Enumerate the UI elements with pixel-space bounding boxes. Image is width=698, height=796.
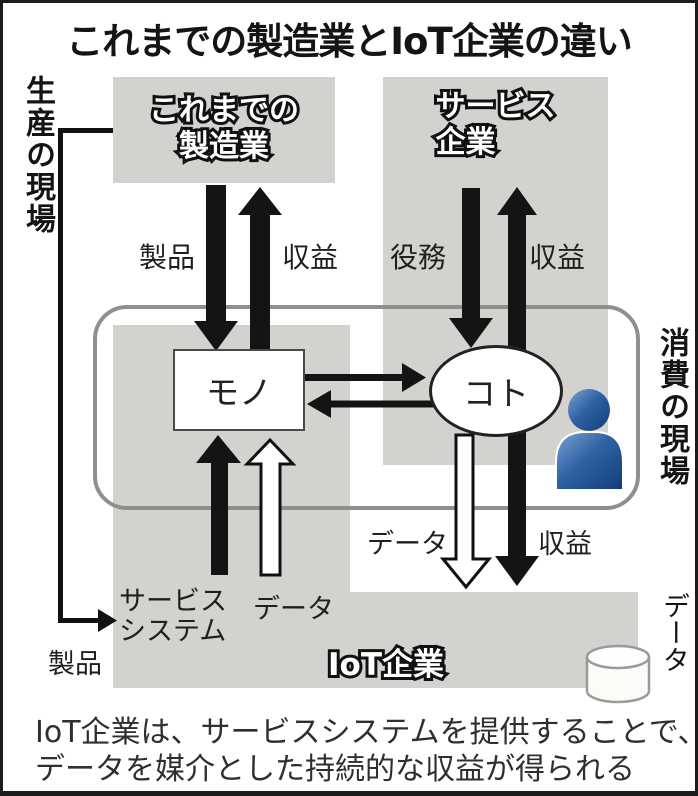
iot-company-title: IoT企業 (325, 644, 447, 686)
koto-node-label: コト (463, 374, 529, 413)
service-system-line1: サービス (119, 586, 227, 617)
service-company-title: サービス 企業 (383, 86, 608, 163)
traditional-title-line1: これまでの (146, 90, 302, 131)
service-system-label: サービス システム (119, 587, 227, 647)
consumption-site-label: 消費の現場 (654, 327, 689, 487)
database-label: データ (658, 592, 689, 673)
traditional-title-line2: 製造業 (176, 126, 272, 167)
service-title-line2: 企業 (433, 122, 499, 163)
product-top-label: 製品 (139, 241, 196, 274)
mono-node: モノ (173, 349, 305, 431)
data-down-label: データ (367, 529, 448, 560)
product-bottom-label: 製品 (48, 649, 102, 680)
caption-line2: データを媒介とした持続的な収益が得られる (35, 752, 635, 787)
iot-company-box (115, 592, 638, 688)
caption: IoT企業は、サービスシステムを提供することで、 データを媒介とした持続的な収益… (35, 714, 698, 788)
caption-line1: IoT企業は、サービスシステムを提供することで、 (35, 715, 698, 750)
service-title-line1: サービス (433, 86, 559, 127)
production-site-label: 生産の現場 (20, 75, 55, 235)
mono-node-label: モノ (206, 373, 272, 412)
traditional-manufacturer-box (113, 77, 335, 183)
revenue-top-right-label: 収益 (529, 241, 586, 274)
traditional-manufacturer-title: これまでの 製造業 (113, 90, 335, 167)
koto-node: コト (429, 345, 563, 437)
duty-label: 役務 (390, 241, 447, 274)
data-up-label: データ (253, 594, 334, 625)
service-system-line2: システム (119, 616, 227, 647)
revenue-bottom-label: 収益 (538, 529, 592, 560)
page-title: これまでの製造業とIoT企業の違い (66, 20, 632, 63)
revenue-top-left-label: 収益 (282, 241, 339, 274)
